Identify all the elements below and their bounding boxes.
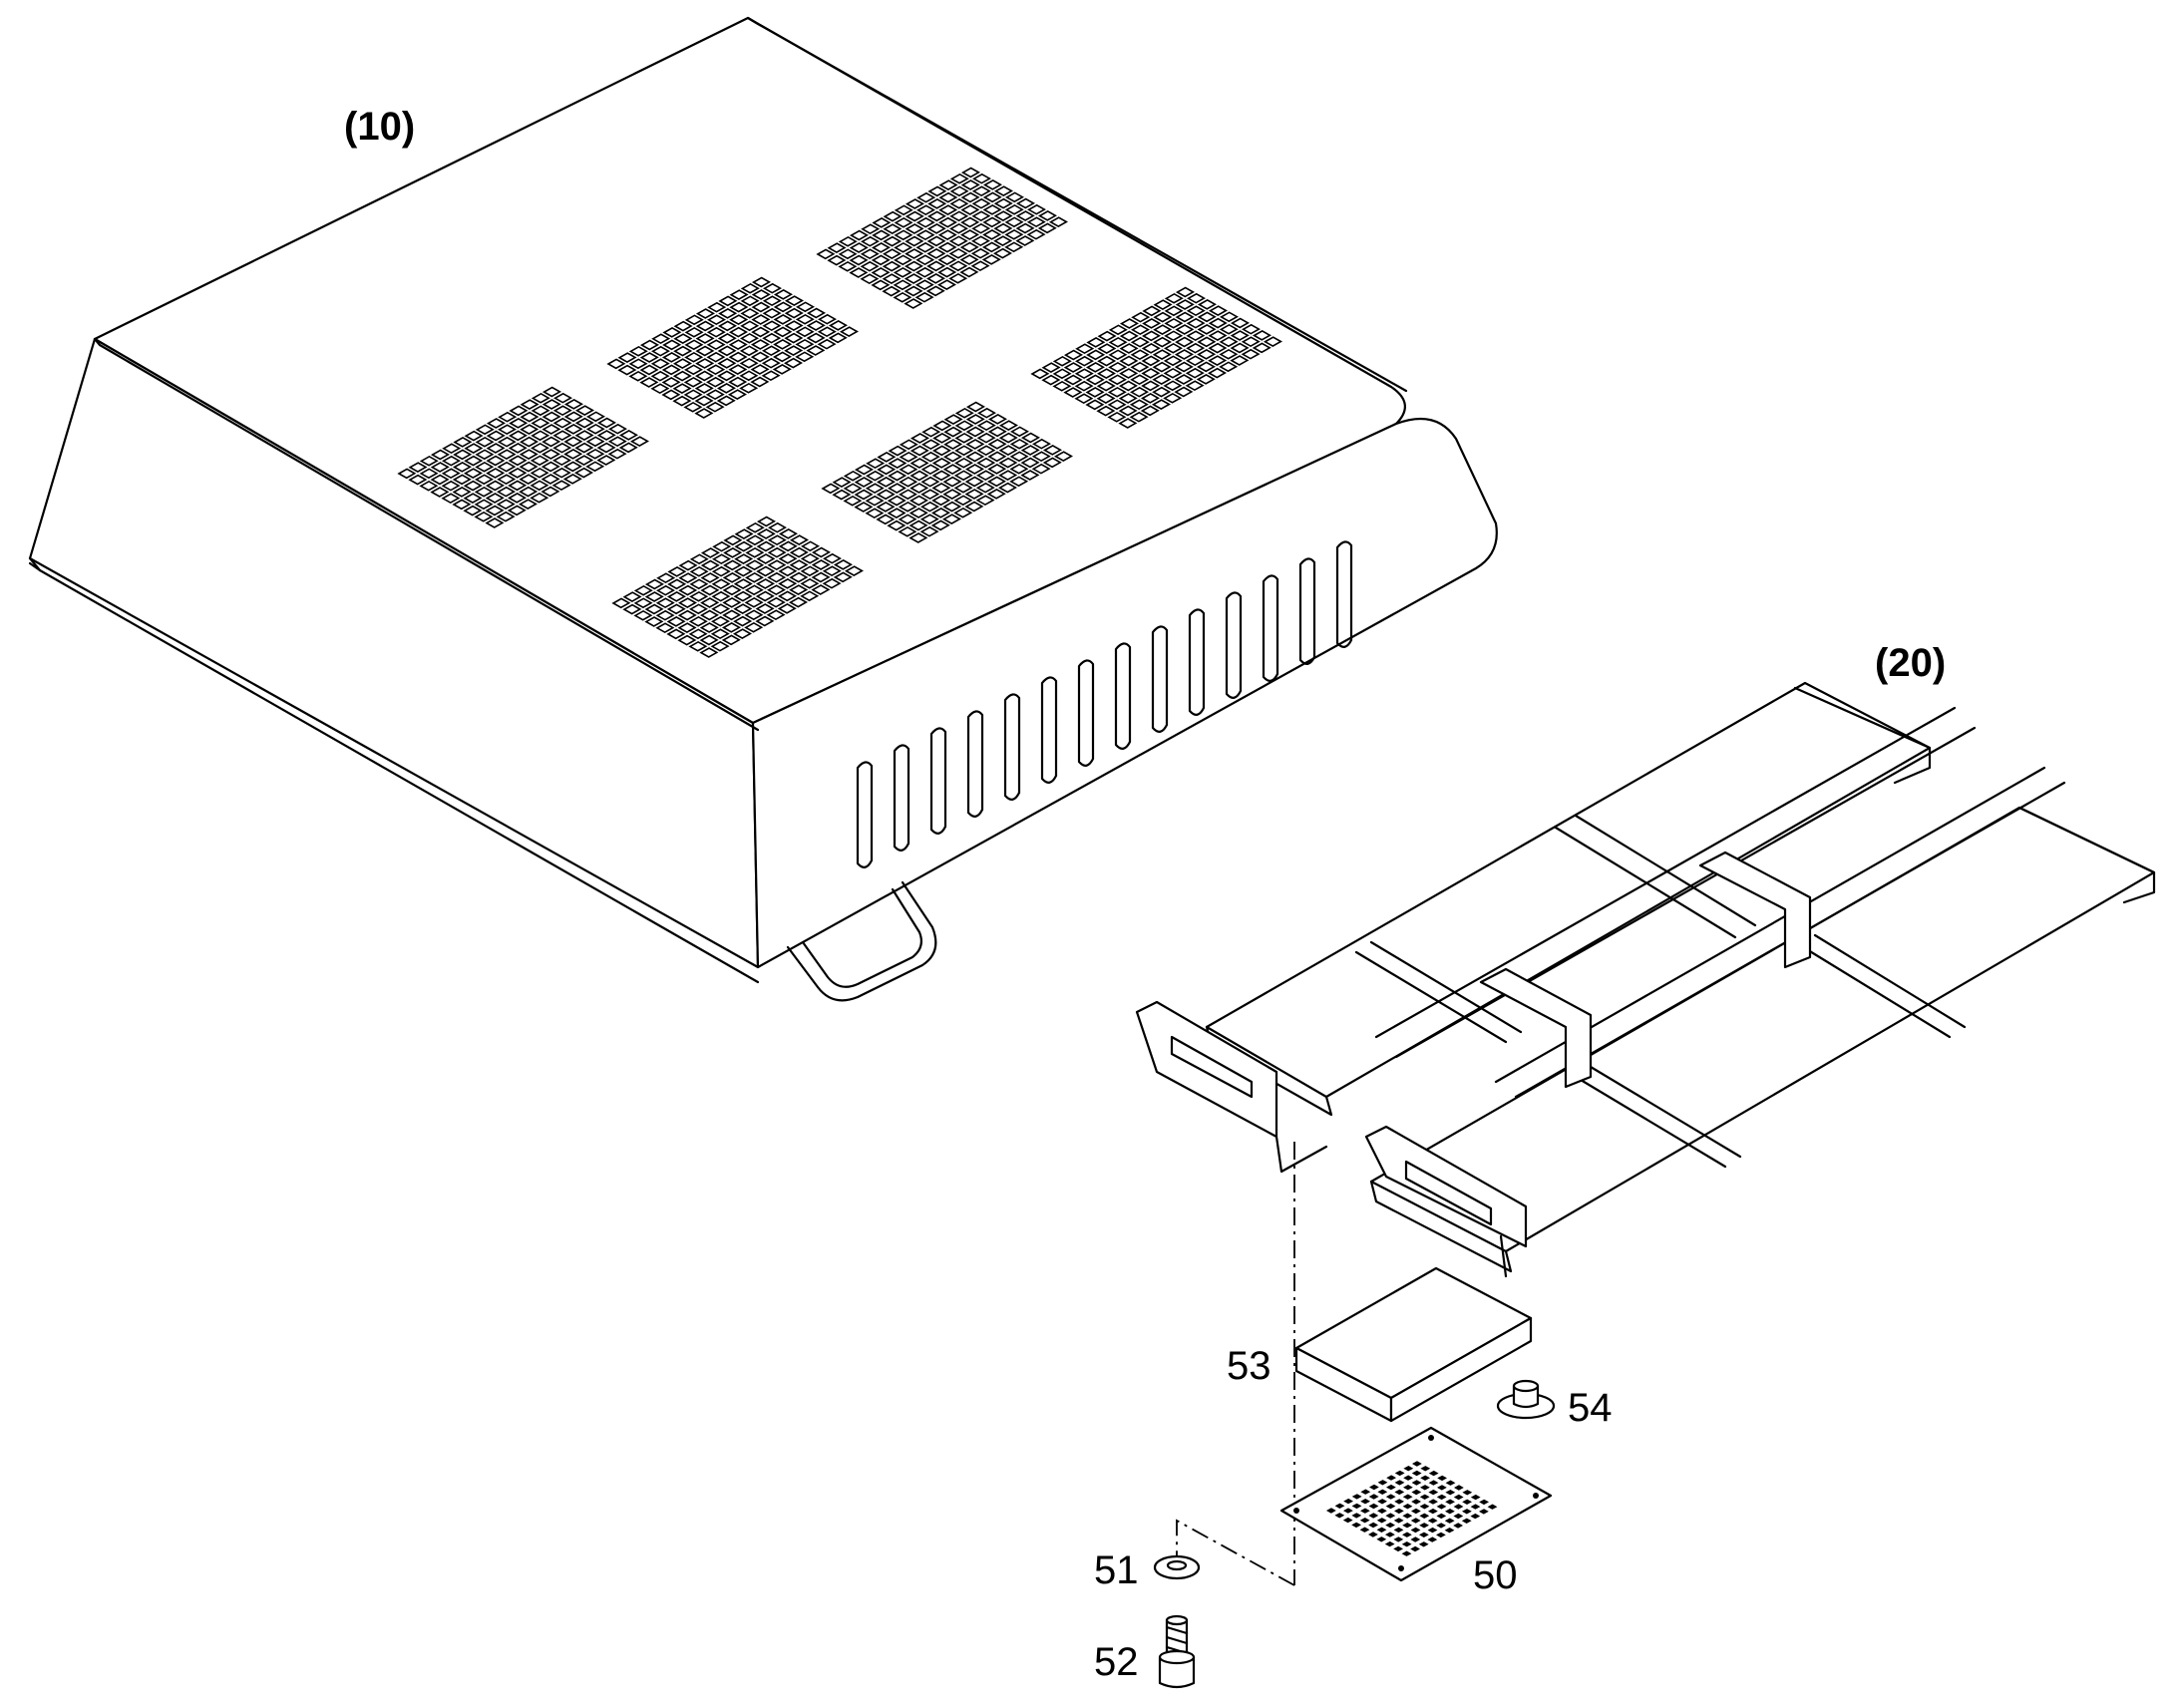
bolt-52 — [1158, 1614, 1196, 1689]
label-part-52: 52 — [1094, 1640, 1139, 1684]
label-part-54: 54 — [1568, 1386, 1613, 1430]
mounting-frame-assembly-20 — [1135, 681, 2156, 1278]
washer-51 — [1153, 1554, 1201, 1580]
label-part-50: 50 — [1473, 1553, 1518, 1597]
housing-cover-assembly-10 — [28, 16, 1498, 1002]
label-part-51: 51 — [1094, 1548, 1139, 1592]
label-part-53: 53 — [1227, 1344, 1272, 1388]
label-assembly-20: (20) — [1875, 641, 1946, 685]
grille-plate-50 — [1279, 1426, 1553, 1582]
carry-handle — [786, 880, 937, 1002]
side-vent-slots — [856, 540, 1353, 868]
assembly-line-to-washer — [1176, 1519, 1295, 1586]
filter-pad-53 — [1294, 1266, 1533, 1423]
standoff-54 — [1496, 1379, 1556, 1420]
top-vent-grids — [397, 167, 1282, 658]
label-assembly-10: (10) — [344, 105, 415, 149]
